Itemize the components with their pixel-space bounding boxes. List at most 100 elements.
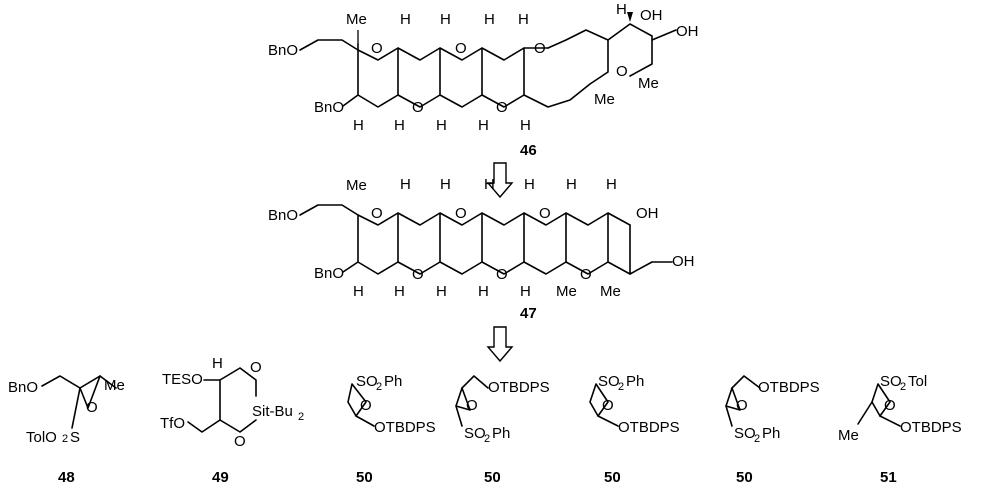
atom-me: Me [556, 283, 577, 300]
compound-label-47: 47 [520, 305, 537, 322]
retro-arrow-2 [486, 326, 514, 363]
compound-49-structure: TESO H O O Sit-Bu 2 TfO [160, 355, 304, 450]
compound-label-50a: 50 [356, 469, 373, 486]
atom-h: H [436, 283, 447, 300]
atom-o: O [466, 397, 478, 414]
compound-label-49: 49 [212, 469, 229, 486]
atom-sub2: 2 [376, 381, 382, 393]
compound-50c-structure: SO 2 Ph O OTBDPS [589, 373, 680, 436]
compound-46-structure: BnO O O O O Me H H H H H H H H H BnO O O [268, 1, 699, 134]
atom-o: O [234, 433, 246, 450]
atom-otbdps: OTBDPS [618, 419, 680, 436]
atom-o: O [736, 397, 748, 414]
atom-ph: Ph [492, 425, 510, 442]
atom-sitbu: Sit-Bu [252, 403, 293, 420]
atom-me: Me [638, 75, 659, 92]
atom-otbdps: OTBDPS [488, 379, 550, 396]
atom-h: H [436, 117, 447, 134]
atom-h: H [400, 11, 411, 28]
atom-so2ph: SO [734, 425, 756, 442]
atom-me: Me [594, 91, 615, 108]
atom-me: Me [346, 11, 367, 28]
compound-label-50d: 50 [736, 469, 753, 486]
atom-h: H [212, 355, 223, 372]
atom-h: H [566, 176, 577, 193]
atom-oh: OH [676, 23, 699, 40]
atom-o: O [496, 266, 508, 283]
atom-sub2: 2 [754, 433, 760, 445]
atom-h: H [400, 176, 411, 193]
atom-o: O [616, 63, 628, 80]
atom-bno: BnO [268, 207, 298, 224]
atom-me: Me [600, 283, 621, 300]
atom-ph: Ph [384, 373, 402, 390]
atom-h: H [478, 117, 489, 134]
atom-o: O [496, 99, 508, 116]
atom-sub2: 2 [484, 433, 490, 445]
atom-o: O [412, 99, 424, 116]
atom-teso: TESO [162, 371, 203, 388]
atom-so2tol: SO [880, 373, 902, 390]
atom-h: H [518, 11, 529, 28]
atom-h: H [440, 176, 451, 193]
compound-48-structure: BnO Me O TolO 2 S [8, 375, 125, 446]
atom-otbdps: OTBDPS [758, 379, 820, 396]
compound-label-46: 46 [520, 142, 537, 159]
atom-h: H [520, 283, 531, 300]
atom-bno: BnO [268, 42, 298, 59]
atom-h: H [616, 1, 627, 18]
compound-label-48: 48 [58, 469, 75, 486]
atom-h: H [478, 283, 489, 300]
compound-label-51: 51 [880, 469, 897, 486]
atom-h: H [484, 11, 495, 28]
compound-50d-structure: OTBDPS O SO 2 Ph [725, 375, 820, 445]
atom-bno: BnO [314, 265, 344, 282]
atom-o: O [412, 266, 424, 283]
atom-o: O [371, 205, 383, 222]
atom-sub2: 2 [618, 381, 624, 393]
atom-so2ph: SO [356, 373, 378, 390]
compound-label-50b: 50 [484, 469, 501, 486]
atom-tol: Tol [908, 373, 927, 390]
atom-oh: OH [640, 7, 663, 24]
atom-tfo: TfO [160, 415, 185, 432]
atom-o: O [455, 205, 467, 222]
atom-me: Me [838, 427, 859, 444]
atom-bno: BnO [8, 379, 38, 396]
atom-o: O [580, 266, 592, 283]
atom-ph: Ph [762, 425, 780, 442]
atom-o: O [455, 40, 467, 57]
atom-me: Me [104, 377, 125, 394]
atom-sub2: 2 [900, 381, 906, 393]
atom-h: H [353, 117, 364, 134]
retro-arrow-1 [486, 162, 514, 199]
atom-oh: OH [636, 205, 659, 222]
atom-o: O [371, 40, 383, 57]
atom-tolo2s: TolO [26, 429, 57, 446]
atom-h: H [394, 283, 405, 300]
compound-50b-structure: OTBDPS O SO 2 Ph [455, 375, 550, 445]
atom-otbdps: OTBDPS [900, 419, 962, 436]
atom-o: O [602, 397, 614, 414]
atom-h: H [440, 11, 451, 28]
atom-h: H [520, 117, 531, 134]
atom-h: H [353, 283, 364, 300]
atom-o: O [250, 359, 262, 376]
atom-otbdps: OTBDPS [374, 419, 436, 436]
atom-ph: Ph [626, 373, 644, 390]
atom-o: O [360, 397, 372, 414]
atom-me: Me [346, 177, 367, 194]
atom-o: O [884, 397, 896, 414]
atom-oh: OH [672, 253, 695, 270]
atom-h: H [484, 176, 495, 193]
atom-o: O [86, 399, 98, 416]
compound-51-structure: SO 2 Tol O Me OTBDPS [838, 373, 962, 444]
atom-o: O [534, 40, 546, 57]
atom-h: H [394, 117, 405, 134]
atom-so2ph: SO [598, 373, 620, 390]
atom-sub2: 2 [298, 411, 304, 423]
atom-so2ph: SO [464, 425, 486, 442]
atom-bno: BnO [314, 99, 344, 116]
compound-47-structure: BnO O O O O O O Me H H H H H H H H H H H… [268, 176, 695, 300]
atom-h: H [606, 176, 617, 193]
